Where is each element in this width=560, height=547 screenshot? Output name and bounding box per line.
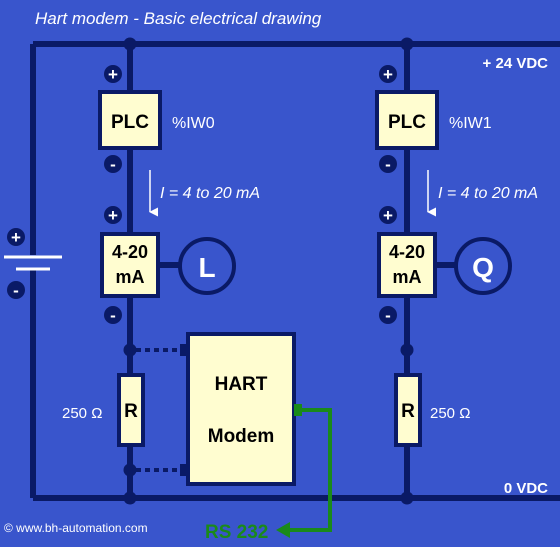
left-transmitter-line1: 4-20 (112, 242, 148, 262)
level-instrument-letter: L (198, 252, 215, 283)
left-transmitter-line2: mA (115, 267, 144, 287)
right-resistance-label: 250 Ω (430, 405, 470, 422)
right-loop: PLC %IW1 + - I = 4 to 20 mA 4-20 mA + - … (375, 65, 538, 447)
right-transmitter-line1: 4-20 (389, 242, 425, 262)
left-plc-address: %IW0 (172, 115, 215, 132)
rs232-label: RS 232 (205, 522, 268, 543)
flow-instrument-circle (454, 237, 512, 295)
diagram-title: Hart modem - Basic electrical drawing (35, 9, 322, 28)
rs232-cable (288, 408, 332, 532)
junction-dots (123, 37, 414, 505)
left-plc-minus: - (110, 155, 116, 174)
zero-rail-label: 0 VDC (504, 480, 548, 497)
right-current-label: I = 4 to 20 mA (438, 185, 538, 202)
right-transmitter-plus: + (383, 206, 393, 225)
left-resistor-letter: R (124, 401, 138, 422)
right-transmitter-box (377, 232, 437, 298)
hart-modem: HART Modem RS 232 (136, 332, 332, 543)
wiring (30, 41, 560, 501)
right-plc-minus: - (385, 155, 391, 174)
right-plc-label: PLC (388, 112, 426, 133)
copyright-text: © www.bh-automation.com (4, 521, 148, 535)
hart-modem-line2: Modem (208, 426, 275, 447)
battery-symbol: + - (4, 228, 62, 300)
left-plc-box (98, 90, 162, 150)
hart-modem-line1: HART (215, 374, 268, 395)
left-resistor (117, 373, 145, 447)
battery-plus-sign: + (11, 228, 21, 247)
flow-instrument-letter: Q (472, 252, 494, 283)
right-plc-box (375, 90, 439, 150)
left-transmitter-box (100, 232, 160, 298)
left-transmitter-minus: - (110, 306, 116, 325)
left-plc-label: PLC (111, 112, 149, 133)
right-transmitter-line2: mA (392, 267, 421, 287)
left-current-label: I = 4 to 20 mA (160, 185, 260, 202)
positive-rail-label: + 24 VDC (483, 55, 549, 72)
left-transmitter-plus: + (108, 206, 118, 225)
right-resistor (394, 373, 422, 447)
battery-minus-sign: - (13, 281, 19, 300)
level-instrument-circle (178, 237, 236, 295)
hart-modem-box (186, 332, 296, 486)
right-plc-address: %IW1 (449, 115, 492, 132)
left-plc-plus: + (108, 65, 118, 84)
rs232-arrow-icon (276, 522, 290, 538)
right-resistor-letter: R (401, 401, 415, 422)
left-resistance-label: 250 Ω (62, 405, 102, 422)
left-loop: PLC %IW0 + - I = 4 to 20 mA 4-20 mA + - … (62, 65, 260, 447)
right-transmitter-minus: - (385, 306, 391, 325)
right-plc-plus: + (383, 65, 393, 84)
